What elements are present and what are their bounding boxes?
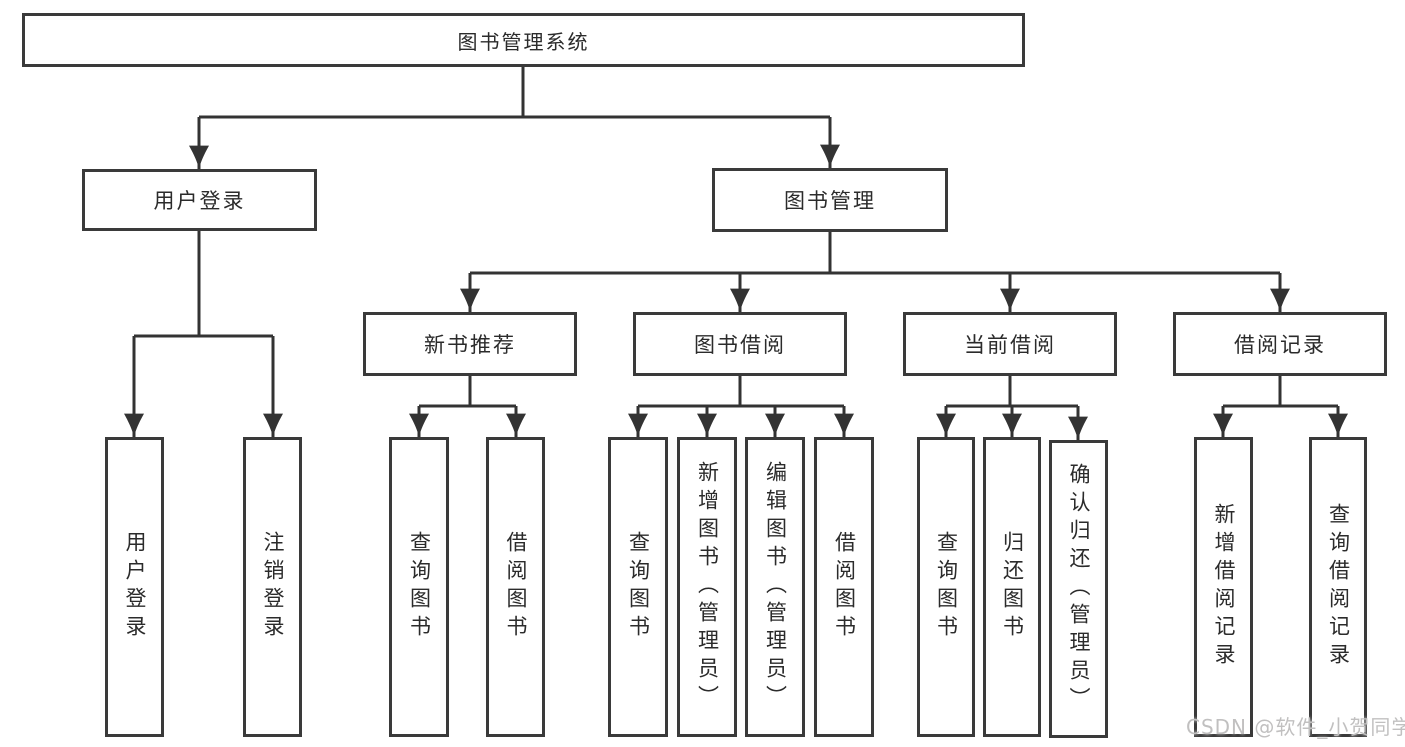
csdn-watermark: CSDN @软件_小贺同学 <box>1186 715 1405 739</box>
node-current-borrow: 当前借阅 <box>903 312 1117 376</box>
leaf-cb-confirm-return-admin: 确认归还（管理员） <box>1049 440 1108 738</box>
connector-book-borrow-trunk <box>638 376 844 408</box>
leaf-br-add-record: 新增借阅记录 <box>1194 437 1253 737</box>
leaf-bb-add-book-admin: 新增图书（管理员） <box>677 437 737 737</box>
leaf-nb-borrow-book: 借阅图书 <box>486 437 545 737</box>
node-book-management: 图书管理 <box>712 168 948 232</box>
leaf-bb-borrow-book: 借阅图书 <box>814 437 874 737</box>
connector-current-borrow-trunk <box>946 376 1078 408</box>
connector-new-book-trunk <box>419 376 516 408</box>
connector-user-login-trunk <box>134 231 273 338</box>
leaf-bb-edit-book-admin: 编辑图书（管理员） <box>745 437 805 737</box>
leaf-cb-query-book: 查询图书 <box>917 437 975 737</box>
leaf-nb-query-book: 查询图书 <box>389 437 449 737</box>
node-root-library-system: 图书管理系统 <box>22 13 1025 67</box>
leaf-br-query-record: 查询借阅记录 <box>1309 437 1367 737</box>
node-book-borrow: 图书借阅 <box>633 312 847 376</box>
leaf-user-login: 用户登录 <box>105 437 164 737</box>
node-user-login: 用户登录 <box>82 169 317 231</box>
connector-book-management-trunk <box>470 232 1280 275</box>
leaf-logout: 注销登录 <box>243 437 302 737</box>
connector-root-trunk <box>199 67 830 119</box>
connector-borrow-record-trunk <box>1223 376 1338 408</box>
node-borrow-record: 借阅记录 <box>1173 312 1387 376</box>
leaf-cb-return-book: 归还图书 <box>983 437 1041 737</box>
node-new-book-recommend: 新书推荐 <box>363 312 577 376</box>
leaf-bb-query-book: 查询图书 <box>608 437 668 737</box>
